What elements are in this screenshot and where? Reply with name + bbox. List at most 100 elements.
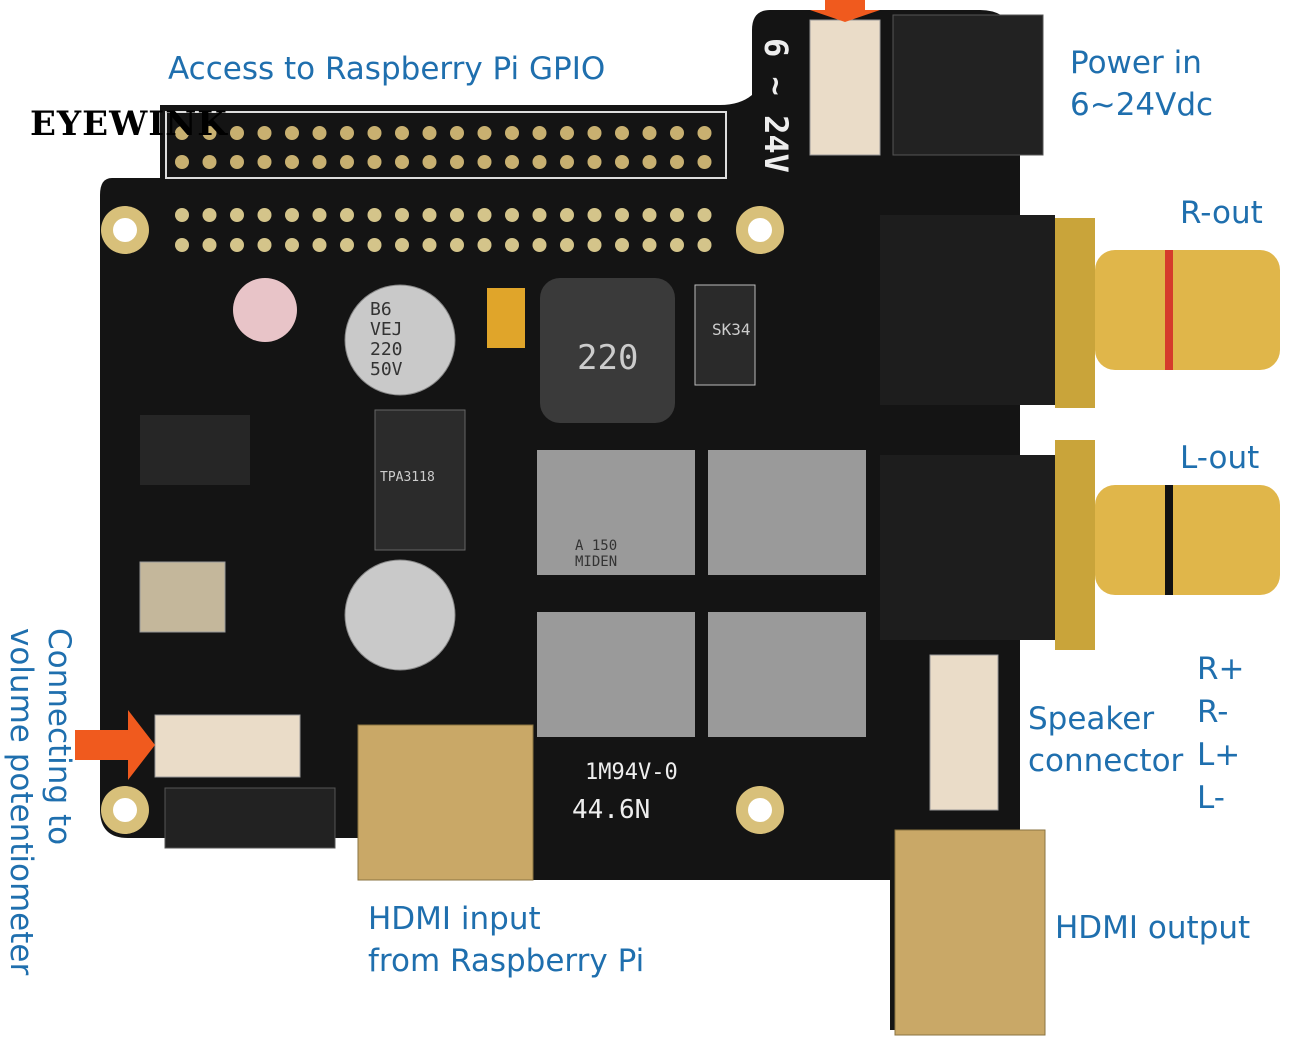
gpio-pin bbox=[642, 126, 657, 140]
gpio-pin bbox=[285, 126, 299, 140]
gpio-pin bbox=[367, 208, 382, 222]
gpio-pin bbox=[697, 155, 712, 169]
chip-marking: TPA3118 bbox=[380, 470, 435, 485]
gpio-pin bbox=[560, 126, 574, 140]
hdmi-output-port bbox=[894, 829, 1046, 1036]
gpio-pin bbox=[257, 126, 272, 140]
gpio-pin bbox=[257, 238, 272, 252]
gpio-pin bbox=[285, 155, 299, 169]
pin-l-plus: L+ bbox=[1197, 737, 1241, 773]
gpio-pin bbox=[532, 155, 547, 169]
gpio-pin bbox=[422, 155, 437, 169]
gpio-pin bbox=[202, 238, 217, 252]
gpio-pin bbox=[175, 126, 189, 140]
hdmi-output-label: HDMI output bbox=[1055, 910, 1251, 946]
gpio-pin bbox=[340, 208, 354, 222]
hdmi-input-label: HDMI input from Raspberry Pi bbox=[368, 898, 644, 982]
rca-r-nut bbox=[1055, 218, 1095, 408]
gpio-pin bbox=[477, 238, 492, 252]
gpio-pin bbox=[340, 238, 354, 252]
gpio-pin bbox=[670, 238, 684, 252]
gpio-pin bbox=[670, 208, 684, 222]
gpio-pin bbox=[175, 238, 189, 252]
gpio-pin bbox=[587, 155, 602, 169]
gpio-pin bbox=[175, 155, 189, 169]
pot-connector bbox=[154, 714, 301, 778]
hdmi-input-line1: HDMI input bbox=[368, 901, 541, 937]
pin-header bbox=[164, 787, 336, 849]
crystal bbox=[139, 561, 226, 633]
rca-l-nut bbox=[1055, 440, 1095, 650]
gpio-pin bbox=[560, 155, 574, 169]
power-label-line2: 6~24Vdc bbox=[1070, 87, 1214, 123]
gpio-pin bbox=[257, 155, 272, 169]
dc-jack bbox=[892, 14, 1044, 156]
rca-r-tip bbox=[1095, 250, 1280, 370]
rca-r-body bbox=[880, 215, 1055, 405]
gpio-pin bbox=[477, 155, 492, 169]
speaker-connector bbox=[929, 654, 999, 811]
gpio-pin bbox=[230, 208, 244, 222]
gpio-pin bbox=[312, 126, 327, 140]
pot-label-line2: volume potentiometer bbox=[3, 628, 39, 976]
gpio-pin bbox=[395, 155, 409, 169]
gpio-pin bbox=[367, 126, 382, 140]
gpio-pin bbox=[532, 126, 547, 140]
gpio-pin bbox=[615, 238, 629, 252]
choke-marking: A 150 MIDEN bbox=[575, 538, 618, 570]
gpio-pin bbox=[587, 126, 602, 140]
gpio-pin bbox=[450, 208, 464, 222]
inductor bbox=[540, 278, 675, 423]
pin-r-plus: R+ bbox=[1197, 651, 1245, 687]
gpio-pin bbox=[587, 238, 602, 252]
gpio-pin bbox=[697, 238, 712, 252]
tantalum-cap bbox=[487, 288, 525, 348]
gpio-pin bbox=[697, 208, 712, 222]
pin-labels: R+ R- L+ L- bbox=[1197, 648, 1245, 820]
gpio-pin bbox=[312, 238, 327, 252]
hdmi-input-line2: from Raspberry Pi bbox=[368, 943, 645, 979]
gpio-pin bbox=[477, 208, 492, 222]
diode-marking: SK34 bbox=[712, 320, 751, 339]
chokes bbox=[537, 450, 866, 737]
gpio-pin bbox=[560, 208, 574, 222]
code-silkscreen: 44.6N bbox=[572, 795, 651, 825]
diode bbox=[694, 284, 756, 386]
gpio-pin bbox=[560, 238, 574, 252]
gpio-pin bbox=[175, 208, 189, 222]
gpio-pin bbox=[367, 238, 382, 252]
pin-r-minus: R- bbox=[1197, 694, 1229, 730]
watermark-logo: EYEWINK bbox=[30, 104, 228, 144]
capacitor bbox=[344, 284, 456, 396]
gpio-pins bbox=[175, 126, 712, 252]
gpio-pin bbox=[477, 126, 492, 140]
gpio-pin bbox=[615, 208, 629, 222]
arrow-icon bbox=[810, 0, 880, 22]
capacitor bbox=[344, 559, 456, 671]
gpio-pin bbox=[340, 155, 354, 169]
gpio-pin bbox=[422, 208, 437, 222]
gpio-pin bbox=[642, 208, 657, 222]
gpio-pin bbox=[615, 126, 629, 140]
cert-silkscreen: 1M94V-0 bbox=[585, 760, 678, 785]
gpio-pin bbox=[340, 126, 354, 140]
gpio-pin bbox=[285, 238, 299, 252]
capacitor-marking: B6 VEJ 220 50V bbox=[370, 299, 403, 380]
hdmi-input-port bbox=[357, 724, 534, 881]
gpio-pin bbox=[312, 155, 327, 169]
gpio-pin bbox=[450, 238, 464, 252]
gpio-pin bbox=[642, 155, 657, 169]
gpio-pin bbox=[670, 155, 684, 169]
pin-l-minus: L- bbox=[1197, 780, 1225, 816]
gpio-pin bbox=[395, 126, 409, 140]
gpio-pin bbox=[422, 238, 437, 252]
r-out-label: R-out bbox=[1180, 195, 1263, 231]
gpio-pin bbox=[642, 238, 657, 252]
gpio-label: Access to Raspberry Pi GPIO bbox=[168, 51, 606, 87]
gpio-pin bbox=[450, 155, 464, 169]
